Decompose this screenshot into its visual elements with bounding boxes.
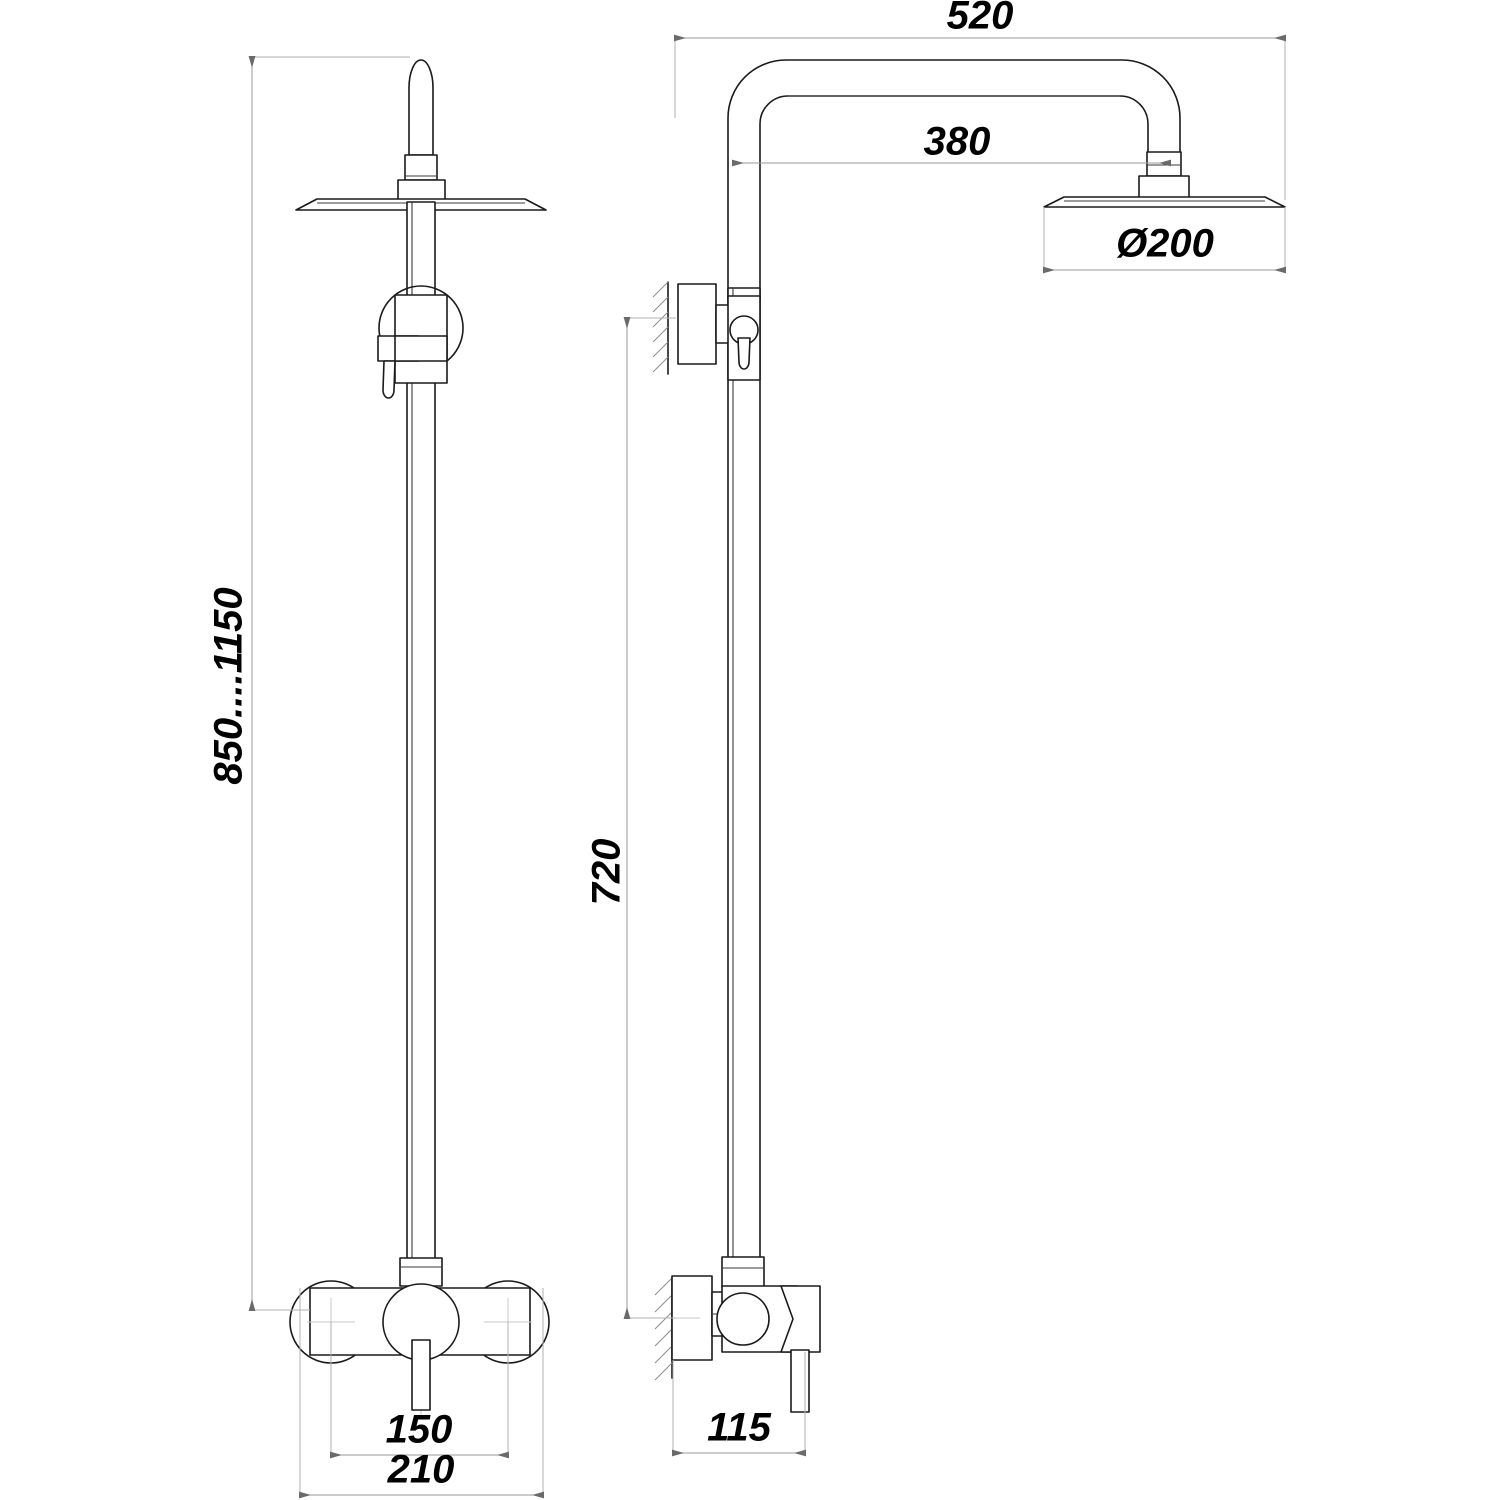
dim-label-arm-reach: 380 — [924, 120, 991, 164]
mixer-body-side — [652, 1256, 821, 1381]
mixer-body-front — [289, 1257, 550, 1364]
shower-head-side — [1043, 151, 1286, 208]
riser-pipe-side — [727, 287, 761, 1269]
dimension-inlet-spacing: 150 — [330, 1322, 509, 1459]
dim-label-mixer-projection: 115 — [707, 1406, 772, 1450]
dimension-riser-height: 850....1150 — [207, 56, 410, 1311]
dimension-overall-width: 520 — [674, 0, 1286, 200]
diverter-side — [652, 281, 761, 381]
dim-label-inlet-spacing: 150 — [386, 1408, 453, 1452]
diverter-handle-side — [729, 315, 759, 370]
dim-label-mixer-width: 210 — [387, 1448, 455, 1492]
diverter-front — [377, 285, 464, 399]
dim-label-inlet-height: 720 — [585, 839, 629, 906]
dim-label-head-diameter: Ø200 — [1116, 222, 1214, 266]
handshower-holder-front — [397, 59, 446, 203]
dimension-arm-reach: 380 — [732, 120, 1171, 167]
mixer-lever-front — [411, 1339, 431, 1411]
dim-label-overall-width: 520 — [947, 0, 1014, 38]
wall-hatch-upper-side — [652, 281, 669, 375]
front-view — [289, 59, 550, 1420]
dim-label-riser-height: 850....1150 — [207, 587, 251, 784]
dimension-mixer-width: 210 — [299, 1288, 544, 1499]
dimension-head-diameter: Ø200 — [1043, 207, 1286, 274]
dimension-inlet-height: 720 — [585, 317, 676, 1319]
mixer-lever-side — [790, 1349, 810, 1413]
shower-arm-side — [727, 59, 1181, 301]
dimension-mixer-projection: 115 — [672, 1352, 806, 1457]
